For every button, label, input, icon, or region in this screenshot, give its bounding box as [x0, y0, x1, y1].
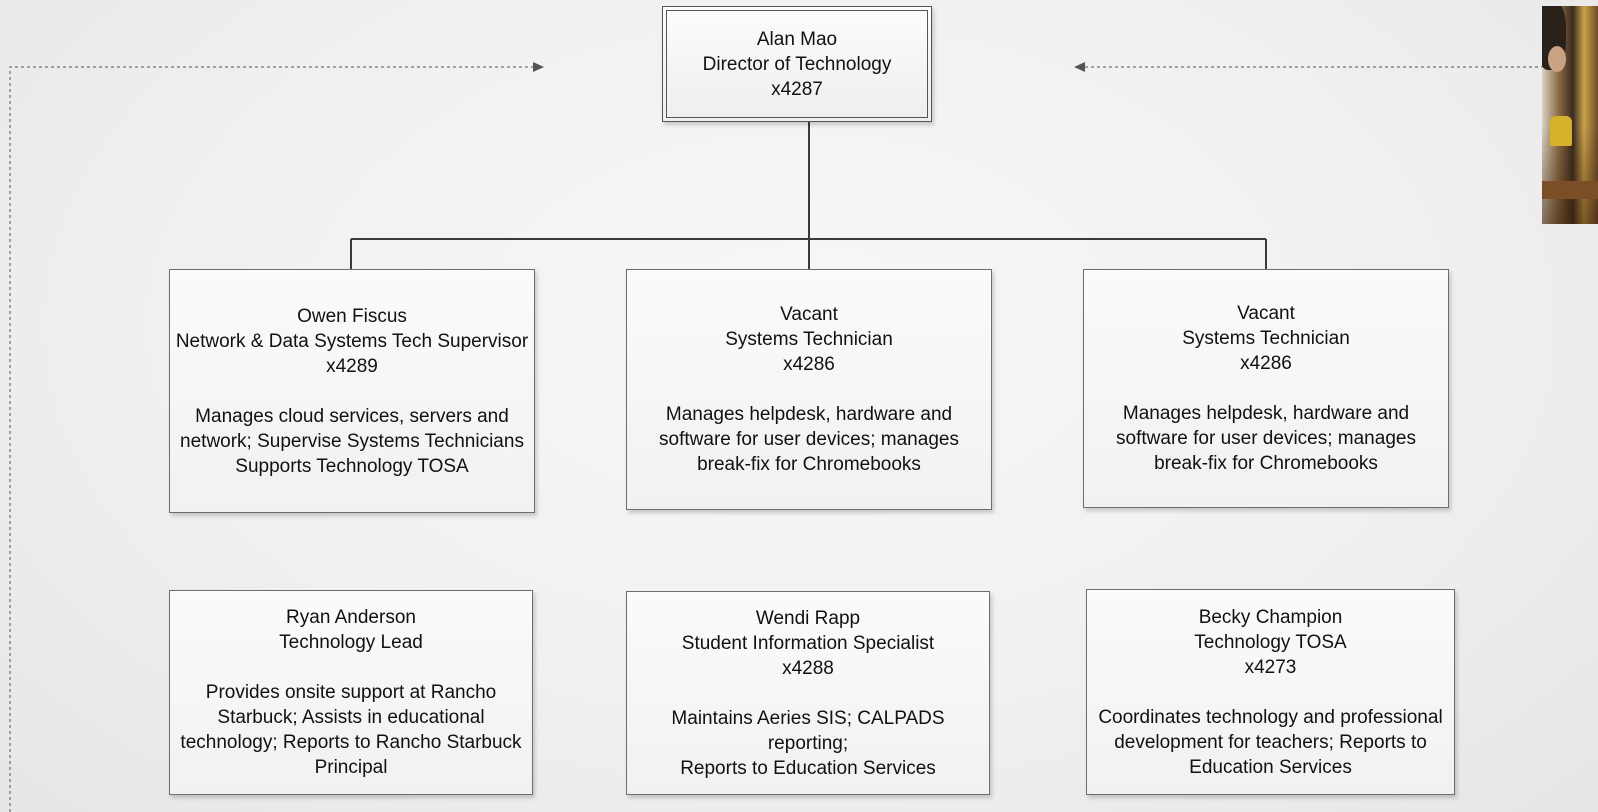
node-name: Ryan Anderson [286, 607, 416, 628]
node-title: Systems Technician [1182, 328, 1350, 349]
node-description-line: Maintains Aeries SIS; CALPADS reporting; [671, 707, 945, 754]
node-description-line: software for user devices; manages [659, 429, 959, 450]
node-technology-tosa: Becky Champion Technology TOSA x4273 Coo… [1086, 589, 1455, 795]
node-title: Network & Data Systems Tech Supervisor [175, 330, 529, 352]
node-extension: x4288 [782, 657, 834, 679]
node-description-line: break-fix for Chromebooks [697, 454, 921, 475]
node-director: Alan Mao Director of Technology x4287 [662, 6, 932, 122]
node-name: Becky Champion [1198, 606, 1343, 628]
node-description-line: Manages helpdesk, hardware and [665, 404, 953, 425]
node-description-line: Provides onsite support at Rancho [205, 682, 497, 703]
node-title: Director of Technology [702, 53, 892, 75]
node-systems-technician-2: Vacant Systems Technician x4286 Manages … [1083, 269, 1449, 508]
arrowhead-right-icon [1074, 62, 1085, 72]
node-description-line: Reports to Education Services [680, 757, 936, 779]
node-title: Systems Technician [725, 329, 893, 350]
node-title: Technology TOSA [1194, 631, 1347, 653]
node-name: Wendi Rapp [755, 607, 861, 629]
node-extension: x4289 [326, 355, 378, 377]
node-technology-lead: Ryan Anderson Technology Lead Provides o… [169, 590, 533, 795]
dashed-line-left [9, 66, 535, 812]
node-extension: x4286 [1240, 353, 1292, 374]
node-name: Alan Mao [756, 28, 838, 50]
node-description-line: network; Supervise Systems Technicians [180, 430, 524, 452]
node-name: Vacant [780, 304, 838, 325]
node-network-supervisor: Owen Fiscus Network & Data Systems Tech … [169, 269, 535, 513]
node-description-line: Manages helpdesk, hardware and [1122, 403, 1410, 424]
node-description-line: Coordinates technology and professional [1098, 706, 1443, 728]
node-name: Owen Fiscus [297, 305, 407, 327]
node-student-information-specialist: Wendi Rapp Student Information Specialis… [626, 591, 990, 795]
node-title: Student Information Specialist [681, 632, 935, 654]
node-description-line: Supports Technology TOSA [235, 455, 469, 477]
node-description-line: Manages cloud services, servers and [195, 405, 509, 427]
arrowhead-left-icon [533, 62, 544, 72]
node-description-line: software for user devices; manages [1116, 428, 1416, 449]
node-extension: x4287 [771, 78, 823, 100]
classroom-photo [1542, 6, 1598, 224]
node-description-line: Principal [314, 757, 388, 778]
node-description-line: development for teachers; Reports to [1114, 731, 1427, 753]
node-description-line: Starbuck; Assists in educational [217, 707, 485, 728]
node-description-line: technology; Reports to Rancho Starbuck [180, 732, 522, 753]
node-systems-technician-1: Vacant Systems Technician x4286 Manages … [626, 269, 992, 510]
node-description-line: break-fix for Chromebooks [1154, 453, 1378, 474]
node-extension: x4273 [1244, 656, 1297, 678]
node-description-line: Education Services [1189, 756, 1352, 778]
node-extension: x4286 [783, 354, 835, 375]
node-title: Technology Lead [279, 632, 423, 653]
node-name: Vacant [1237, 303, 1295, 324]
